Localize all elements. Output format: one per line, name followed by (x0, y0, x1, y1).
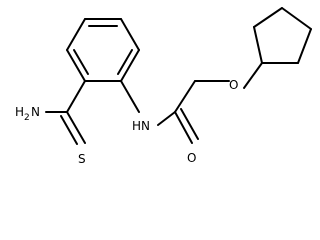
cyclopentyl-bond (253, 26, 263, 64)
benzene-inner-double-bond (73, 49, 89, 75)
ether-to-cyclopentyl-bond (243, 62, 263, 89)
amide-to-methylene-bond (174, 80, 196, 113)
carbonyl-double-bond (180, 108, 199, 140)
cyclopentyl-ring (253, 7, 312, 64)
aryl-amide-nitrogen-bond (120, 80, 140, 113)
amide-nh-label: HN (132, 119, 150, 133)
cyclopentyl-bond (281, 7, 312, 30)
amino-hydrogen-count: 2 (24, 113, 30, 123)
thione-double-bond (60, 115, 78, 145)
thioamide-group: H 2 N S (15, 80, 86, 166)
amino-hydrogen-label: H (15, 105, 24, 119)
thione-sulfur-label: S (78, 152, 86, 166)
amino-nitrogen-label: N (31, 105, 40, 119)
chemical-structure-diagram: H 2 N S HN O O (15, 7, 312, 166)
benzene-bond (66, 18, 86, 51)
amide-ether-chain: HN O O (120, 62, 263, 165)
cyclopentyl-bond (297, 28, 312, 64)
carbonyl-oxygen-label: O (187, 151, 196, 165)
amide-nitrogen-carbon-bond (157, 111, 176, 126)
ether-oxygen-label: O (229, 78, 238, 92)
carbonyl-double-bond (174, 111, 193, 144)
benzene-inner-double-bond (117, 49, 133, 75)
benzene-ring (66, 18, 140, 82)
thione-double-bond (66, 111, 86, 144)
aryl-thioamide-bond (66, 80, 86, 113)
cyclopentyl-bond (253, 7, 283, 28)
benzene-bond (120, 18, 140, 51)
benzene-bond (66, 49, 86, 82)
benzene-bond (120, 49, 140, 82)
